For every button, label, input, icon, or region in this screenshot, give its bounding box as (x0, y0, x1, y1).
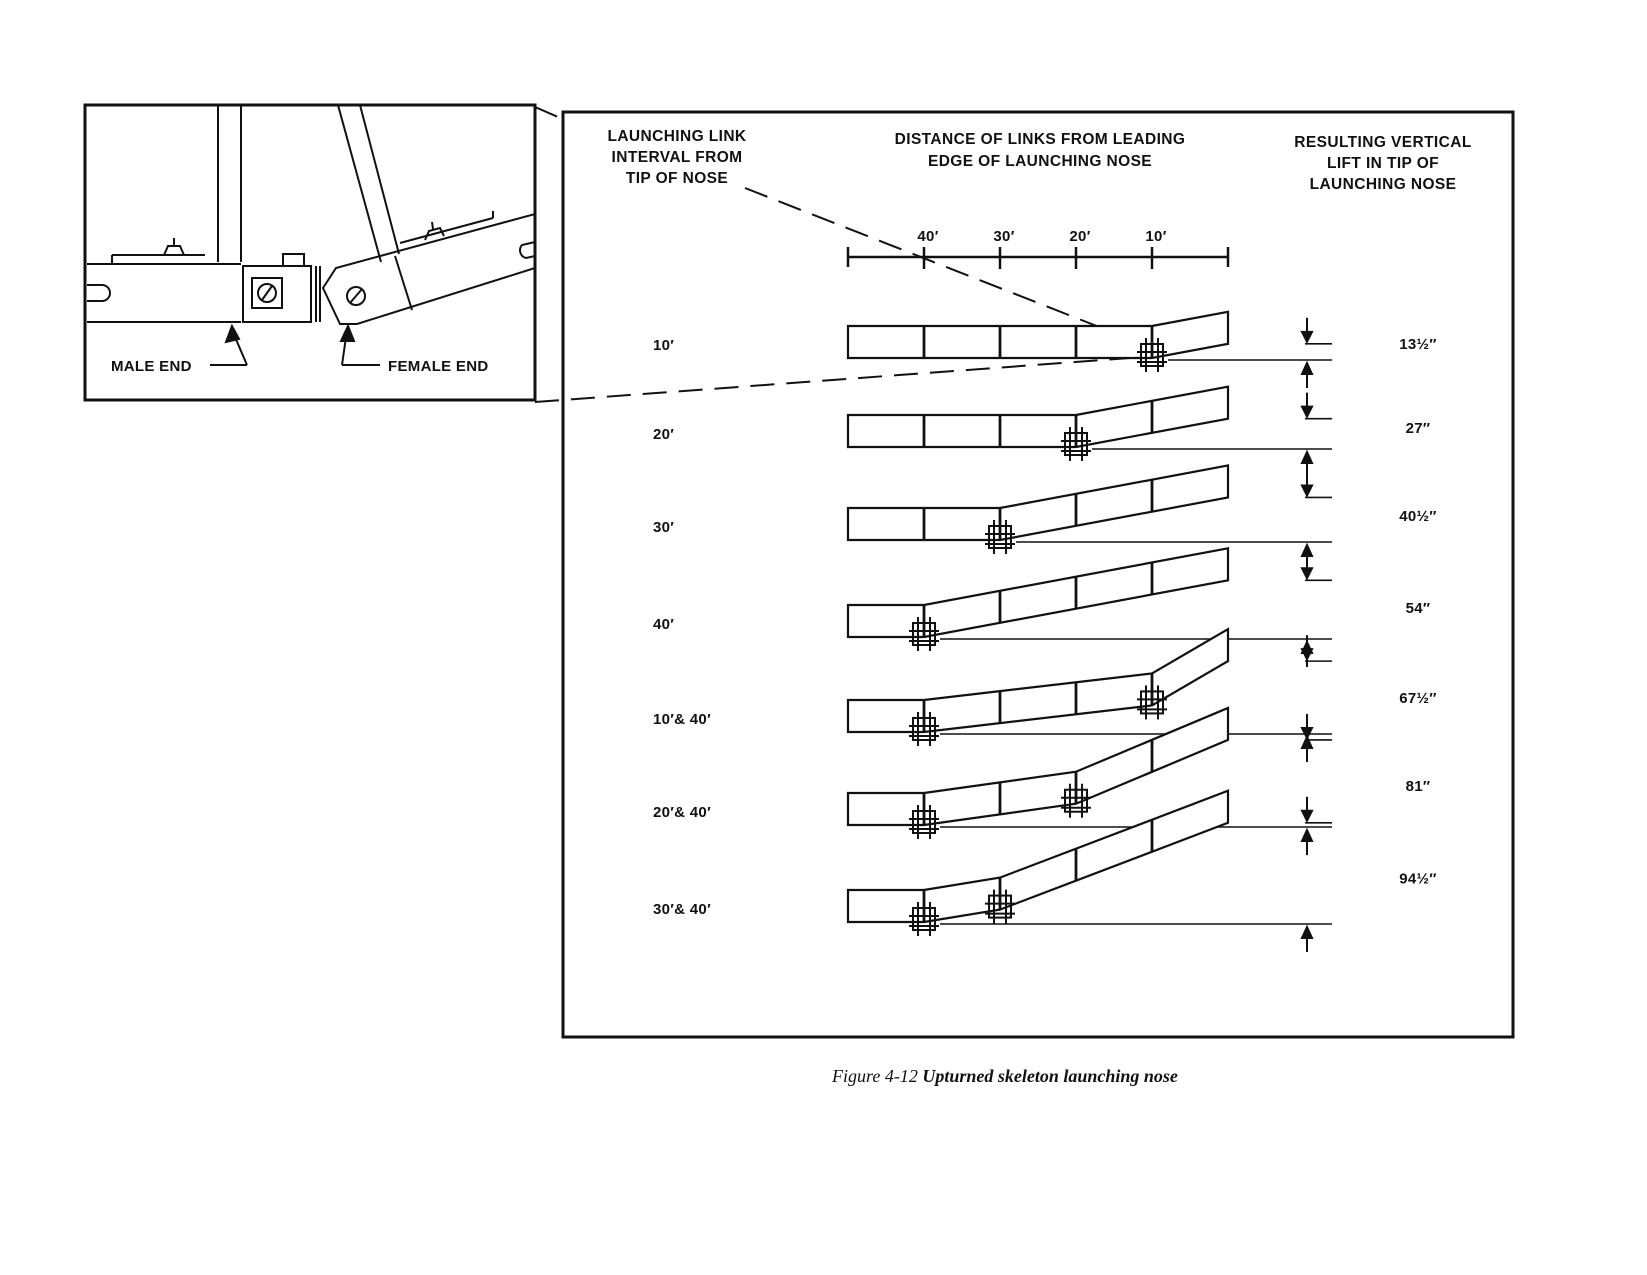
row-4: 40′ 54″ (653, 546, 1431, 667)
svg-text:INTERVAL FROM: INTERVAL FROM (612, 149, 743, 166)
row-lift-value: 81″ (1406, 778, 1431, 795)
header-right: RESULTING VERTICAL LIFT IN TIP OF LAUNCH… (1294, 134, 1471, 193)
row-2: 20′ 27″ (653, 385, 1431, 477)
row-interval-label: 10′& 40′ (653, 711, 711, 728)
row-1: 10′ 13½″ (653, 310, 1437, 388)
row-interval-label: 30′ (653, 519, 674, 536)
figure-number: Figure 4-12 (832, 1066, 918, 1086)
inset-frame (83, 103, 537, 402)
beam-outline (846, 464, 1230, 542)
main-panel-frame (561, 110, 1515, 1039)
beam-outline (846, 546, 1230, 639)
launching-link-symbol (985, 520, 1015, 554)
lift-dimension-arrows (1300, 317, 1314, 388)
row-interval-label: 10′ (653, 337, 674, 354)
distance-scale: 40′ 30′ 20′ 10′ (846, 228, 1230, 269)
launching-link-symbol (1137, 685, 1167, 720)
launching-link-symbol (909, 617, 939, 651)
launching-link-symbol (1137, 338, 1167, 372)
row-5: 10′& 40′ 67½″ (653, 627, 1437, 762)
row-interval-label: 20′& 40′ (653, 804, 711, 821)
svg-text:TIP OF NOSE: TIP OF NOSE (626, 170, 728, 187)
svg-text:LAUNCHING LINK: LAUNCHING LINK (607, 128, 746, 145)
lift-dimension-arrows (1300, 392, 1314, 477)
inset-detail: MALE END FEMALE END (83, 103, 537, 402)
scale-tick-label: 40′ (917, 228, 938, 245)
row-lift-value: 27″ (1406, 420, 1431, 437)
scale-tick-label: 10′ (1145, 228, 1166, 245)
row-lift-value: 54″ (1406, 600, 1431, 617)
row-interval-label: 20′ (653, 426, 674, 443)
row-interval-label: 40′ (653, 616, 674, 633)
launching-link-symbol (909, 712, 939, 746)
launching-link-symbol (985, 889, 1015, 924)
beam-outline (846, 789, 1230, 924)
launching-link-symbol (1061, 783, 1091, 818)
female-end-label: FEMALE END (388, 358, 489, 375)
svg-text:RESULTING VERTICAL: RESULTING VERTICAL (1294, 134, 1471, 151)
beam-outline (846, 706, 1230, 827)
row-lift-value: 94½″ (1399, 870, 1437, 887)
lift-dimension-arrows (1300, 713, 1314, 855)
launching-link-symbol (909, 902, 939, 936)
beam-outline (846, 385, 1230, 449)
lift-dimension-arrows (1300, 635, 1314, 762)
row-lift-value: 13½″ (1399, 336, 1437, 353)
beam-outline (846, 627, 1230, 734)
launching-link-symbol (1061, 427, 1091, 461)
lift-dimension-arrows (1300, 796, 1314, 952)
svg-text:EDGE OF LAUNCHING NOSE: EDGE OF LAUNCHING NOSE (928, 153, 1152, 170)
launching-link-symbol (909, 805, 939, 839)
svg-text:DISTANCE OF LINKS FROM LEADING: DISTANCE OF LINKS FROM LEADING (895, 131, 1186, 148)
figure-title: Upturned skeleton launching nose (922, 1066, 1178, 1086)
row-3: 30′ 40½″ (653, 464, 1437, 570)
row-lift-value: 67½″ (1399, 690, 1437, 707)
row-interval-label: 30′& 40′ (653, 901, 711, 918)
row-6: 20′& 40′ 81″ (653, 706, 1431, 855)
row-7: 30′& 40′ 94½″ (653, 789, 1437, 952)
scale-tick-label: 30′ (993, 228, 1014, 245)
scale-tick-label: 20′ (1069, 228, 1090, 245)
rows: 10′13½″20′27″30′40½″40′54″10′& 40′67½″20… (653, 310, 1437, 952)
header-middle: DISTANCE OF LINKS FROM LEADING EDGE OF L… (895, 131, 1186, 170)
svg-text:LIFT IN TIP OF: LIFT IN TIP OF (1327, 155, 1439, 172)
svg-text:LAUNCHING NOSE: LAUNCHING NOSE (1310, 176, 1457, 193)
figure-caption: Figure 4-12 Upturned skeleton launching … (832, 1066, 1178, 1087)
beam-outline (846, 310, 1230, 360)
header-left: LAUNCHING LINK INTERVAL FROM TIP OF NOSE (607, 128, 746, 187)
leader-lines (534, 106, 1171, 403)
row-lift-value: 40½″ (1399, 508, 1437, 525)
male-end-label: MALE END (111, 358, 192, 375)
